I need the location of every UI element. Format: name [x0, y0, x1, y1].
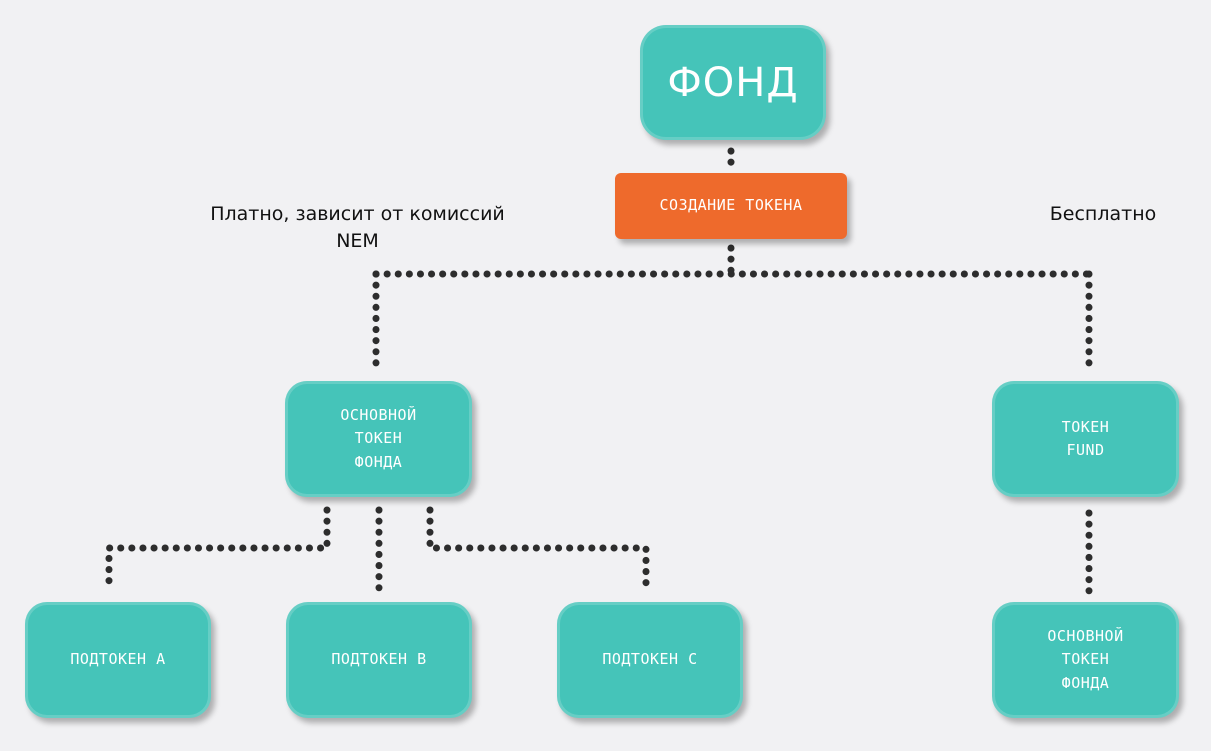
fund-node: ФОНД: [640, 25, 826, 140]
paid-label: Платно, зависит от комиссий NEM: [210, 203, 505, 252]
create-token-node: СОЗДАНИЕ ТОКЕНА: [615, 173, 847, 239]
connector-main-to-subtoken-a: [105, 506, 331, 594]
fund-token-node: ТОКЕН FUND: [992, 381, 1179, 497]
subtoken-c-node: ПОДТОКЕН С: [557, 602, 743, 718]
fund-main-token-node: ОСНОВНОЙ ТОКЕН ФОНДА: [992, 602, 1179, 718]
subtoken-b-node: ПОДТОКЕН В: [286, 602, 472, 718]
main-fund-token-node: ОСНОВНОЙ ТОКЕН ФОНДА: [285, 381, 472, 497]
subtoken-a-node: ПОДТОКЕН А: [25, 602, 211, 718]
free-label: Бесплатно: [1049, 203, 1157, 225]
connector-main-to-subtoken-c: [426, 506, 650, 594]
